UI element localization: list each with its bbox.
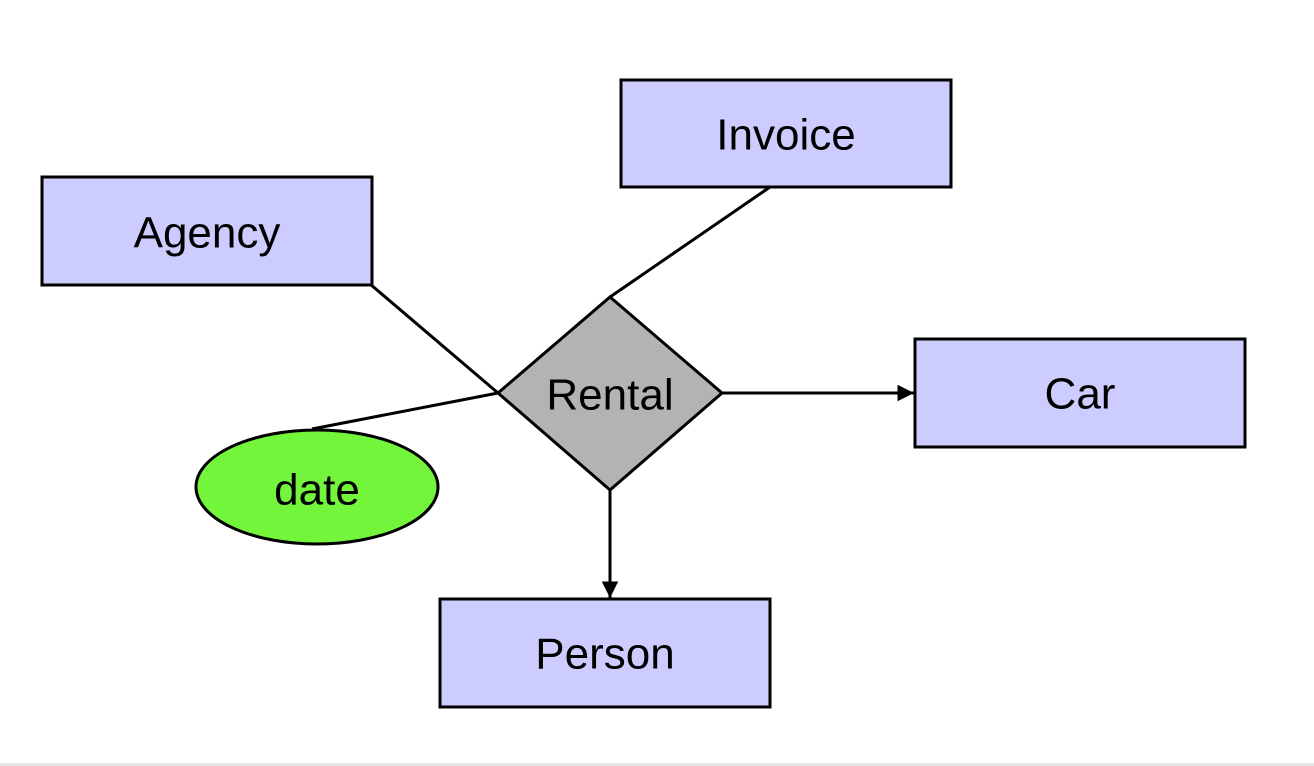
entity-person[interactable]: Person: [438, 597, 772, 709]
entity-invoice-label: Invoice: [716, 111, 855, 160]
entity-car-label: Car: [1045, 370, 1116, 419]
agency-rental-connector: [369, 282, 499, 395]
entity-car[interactable]: Car: [913, 337, 1247, 449]
attribute-date-label: date: [274, 466, 360, 515]
entity-person-box: [438, 597, 772, 709]
entity-invoice[interactable]: Invoice: [619, 78, 953, 189]
attribute-date[interactable]: date: [194, 428, 440, 546]
entity-person-label: Person: [535, 630, 674, 679]
entity-invoice-box: [619, 78, 953, 189]
bottom-divider: [0, 763, 1314, 766]
relationship-rental[interactable]: Rental: [495, 295, 725, 492]
entity-agency[interactable]: Agency: [40, 175, 374, 287]
invoice-rental-connector: [609, 185, 771, 299]
entity-agency-box: [40, 175, 374, 287]
entity-car-box: [913, 337, 1247, 449]
attribute-date-ellipse: [194, 428, 440, 546]
relationship-rental-diamond: [495, 295, 725, 492]
relationship-rental-label: Rental: [546, 371, 673, 420]
entity-agency-label: Agency: [134, 209, 281, 258]
date-rental-connector: [311, 391, 499, 431]
